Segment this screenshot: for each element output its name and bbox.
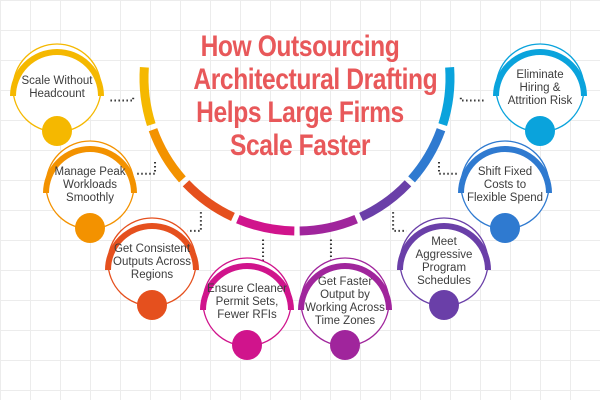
card-ring: [43, 140, 137, 230]
arc-segment: [148, 128, 186, 183]
card-ring: [200, 257, 294, 347]
globe-clock-icon: [330, 330, 360, 360]
card-ring: [397, 217, 491, 307]
benefit-card: Meet Aggressive Program Schedules: [396, 214, 492, 334]
document-check-icon: [232, 330, 262, 360]
benefit-label: Get Consistent Outputs Across Regions: [113, 242, 191, 281]
benefit-label: Scale Without Headcount: [21, 75, 93, 100]
benefit-label: Ensure Cleaner Permit Sets, Fewer RFIs: [207, 282, 287, 321]
benefit-card: Manage Peak Workloads Smoothly: [42, 137, 138, 257]
card-ring: [298, 257, 392, 347]
arc-segment: [182, 180, 235, 222]
benefit-card: Get Faster Output by Working Across Time…: [297, 254, 393, 374]
dotted-connector: [437, 162, 459, 175]
benefit-label: Shift Fixed Costs to Flexible Spend: [466, 165, 544, 204]
arc-segment: [408, 128, 446, 183]
workflow-gear-icon: [75, 213, 105, 243]
benefit-card: Get Consistent Outputs Across Regions: [104, 214, 200, 334]
team-icon: [42, 116, 72, 146]
benefit-label: Manage Peak Workloads Smoothly: [54, 165, 126, 204]
arc-segment: [438, 67, 455, 127]
card-ring: [493, 43, 587, 133]
page-title: How Outsourcing Architectural Drafting H…: [193, 30, 438, 162]
benefit-label: Meet Aggressive Program Schedules: [415, 236, 473, 287]
title-line: How Outsourcing: [200, 30, 400, 63]
title-line: Architectural Drafting: [193, 63, 438, 96]
benefit-card: Ensure Cleaner Permit Sets, Fewer RFIs: [199, 254, 295, 374]
arc-segment: [236, 214, 295, 236]
card-ring: [105, 217, 199, 307]
benefit-card: Shift Fixed Costs to Flexible Spend: [457, 137, 553, 257]
dotted-connector: [135, 162, 157, 175]
cost-gear-icon: [490, 213, 520, 243]
title-line: Helps Large Firms: [196, 96, 404, 129]
card-ring: [10, 43, 104, 133]
calendar-icon: [429, 290, 459, 320]
title-line: Scale Faster: [229, 129, 371, 162]
sync-icon: [137, 290, 167, 320]
benefit-label: Eliminate Hiring & Attrition Risk: [507, 68, 573, 107]
arc-segment: [359, 180, 412, 222]
benefit-label: Get Faster Output by Working Across Time…: [305, 276, 385, 327]
dotted-connector: [459, 97, 484, 102]
arc-segment: [299, 214, 358, 236]
benefit-card: Eliminate Hiring & Attrition Risk: [492, 40, 588, 160]
dotted-connector: [110, 97, 135, 102]
benefit-card: Scale Without Headcount: [9, 40, 105, 160]
hiring-search-icon: [525, 116, 555, 146]
arc-segment: [139, 67, 156, 127]
